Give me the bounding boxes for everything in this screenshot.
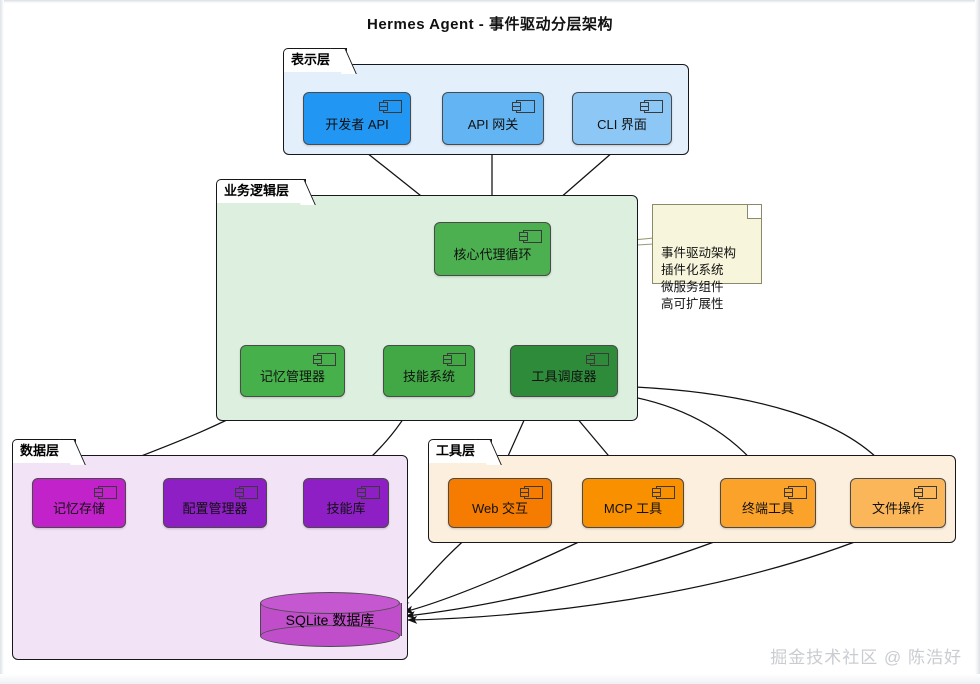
- component-skill-library-label: 技能库: [326, 501, 366, 516]
- edge-mcptool-sqlite: [403, 531, 601, 614]
- layer-presentation-tab: 表示层: [283, 48, 348, 72]
- component-icon: [443, 353, 466, 366]
- component-config-manager[interactable]: 配置管理器: [163, 478, 267, 528]
- database-top-ellipse: [260, 592, 400, 614]
- database-sqlite-label: SQLite 数据库: [285, 611, 375, 628]
- component-icon: [357, 486, 380, 499]
- layer-presentation-label: 表示层: [291, 52, 331, 67]
- component-cli-label: CLI 界面: [597, 116, 647, 132]
- component-core-loop[interactable]: 核心代理循环: [434, 222, 551, 276]
- layer-data-tab: 数据层: [12, 439, 77, 463]
- canvas-edge-bottom: [0, 674, 980, 684]
- component-icon: [652, 486, 675, 499]
- component-icon: [914, 486, 937, 499]
- component-memory-manager[interactable]: 记忆管理器: [240, 345, 345, 397]
- layer-business-tab: 业务逻辑层: [216, 179, 307, 203]
- layer-data-label: 数据层: [20, 443, 60, 458]
- component-icon: [512, 100, 535, 113]
- component-mcp-tool[interactable]: MCP 工具: [582, 478, 684, 528]
- component-icon: [586, 353, 609, 366]
- component-mcp-tool-label: MCP 工具: [603, 501, 663, 516]
- component-icon: [94, 486, 117, 499]
- edge-tooldisp-filetool: [607, 385, 891, 473]
- architecture-note-text: 事件驱动架构 插件化系统 微服务组件 高可扩展性: [661, 246, 737, 311]
- component-memory-manager-label: 记忆管理器: [259, 369, 325, 384]
- component-icon: [379, 100, 402, 113]
- layer-tools-label: 工具层: [436, 443, 476, 458]
- component-web-tool-label: Web 交互: [471, 501, 529, 516]
- edge-terminaltool-sqlite: [405, 531, 741, 619]
- component-cli[interactable]: CLI 界面: [572, 92, 672, 145]
- component-core-loop-label: 核心代理循环: [453, 247, 532, 262]
- component-skill-system[interactable]: 技能系统: [383, 345, 475, 397]
- database-sqlite[interactable]: SQLite 数据库: [260, 592, 402, 647]
- component-terminal-tool[interactable]: 终端工具: [720, 478, 816, 528]
- diagram-title: Hermes Agent - 事件驱动分层架构: [367, 16, 613, 33]
- component-api-gateway-label: API 网关: [467, 116, 519, 132]
- component-icon: [784, 486, 807, 499]
- note-fold-corner: [747, 205, 761, 219]
- component-icon: [520, 486, 543, 499]
- component-terminal-tool-label: 终端工具: [741, 501, 794, 516]
- component-file-tool-label: 文件操作: [871, 501, 924, 516]
- layer-tools-tab: 工具层: [428, 439, 493, 463]
- component-config-manager-label: 配置管理器: [182, 501, 248, 516]
- component-icon: [640, 100, 663, 113]
- component-tool-dispatcher[interactable]: 工具调度器: [510, 345, 618, 397]
- component-dev-api-label: 开发者 API: [325, 116, 389, 132]
- component-skill-library[interactable]: 技能库: [303, 478, 389, 528]
- component-web-tool[interactable]: Web 交互: [448, 478, 552, 528]
- component-api-gateway[interactable]: API 网关: [442, 92, 544, 145]
- architecture-note: 事件驱动架构 插件化系统 微服务组件 高可扩展性: [652, 204, 762, 311]
- database-bottom-ellipse: [260, 625, 400, 647]
- component-file-tool[interactable]: 文件操作: [850, 478, 946, 528]
- canvas-edge-top: [0, 0, 980, 3]
- component-memory-store[interactable]: 记忆存储: [32, 478, 126, 528]
- component-skill-system-label: 技能系统: [402, 369, 455, 384]
- component-icon: [235, 486, 258, 499]
- component-icon: [313, 353, 336, 366]
- component-icon: [519, 230, 542, 243]
- watermark: 掘金技术社区 @ 陈浩好: [770, 648, 962, 667]
- canvas-edge-left: [0, 0, 4, 684]
- edge-filetool-sqlite: [407, 531, 881, 624]
- component-dev-api[interactable]: 开发者 API: [303, 92, 411, 145]
- canvas-edge-right: [975, 0, 980, 684]
- component-memory-store-label: 记忆存储: [52, 501, 105, 516]
- component-tool-dispatcher-label: 工具调度器: [531, 369, 597, 384]
- layer-business-label: 业务逻辑层: [224, 183, 290, 198]
